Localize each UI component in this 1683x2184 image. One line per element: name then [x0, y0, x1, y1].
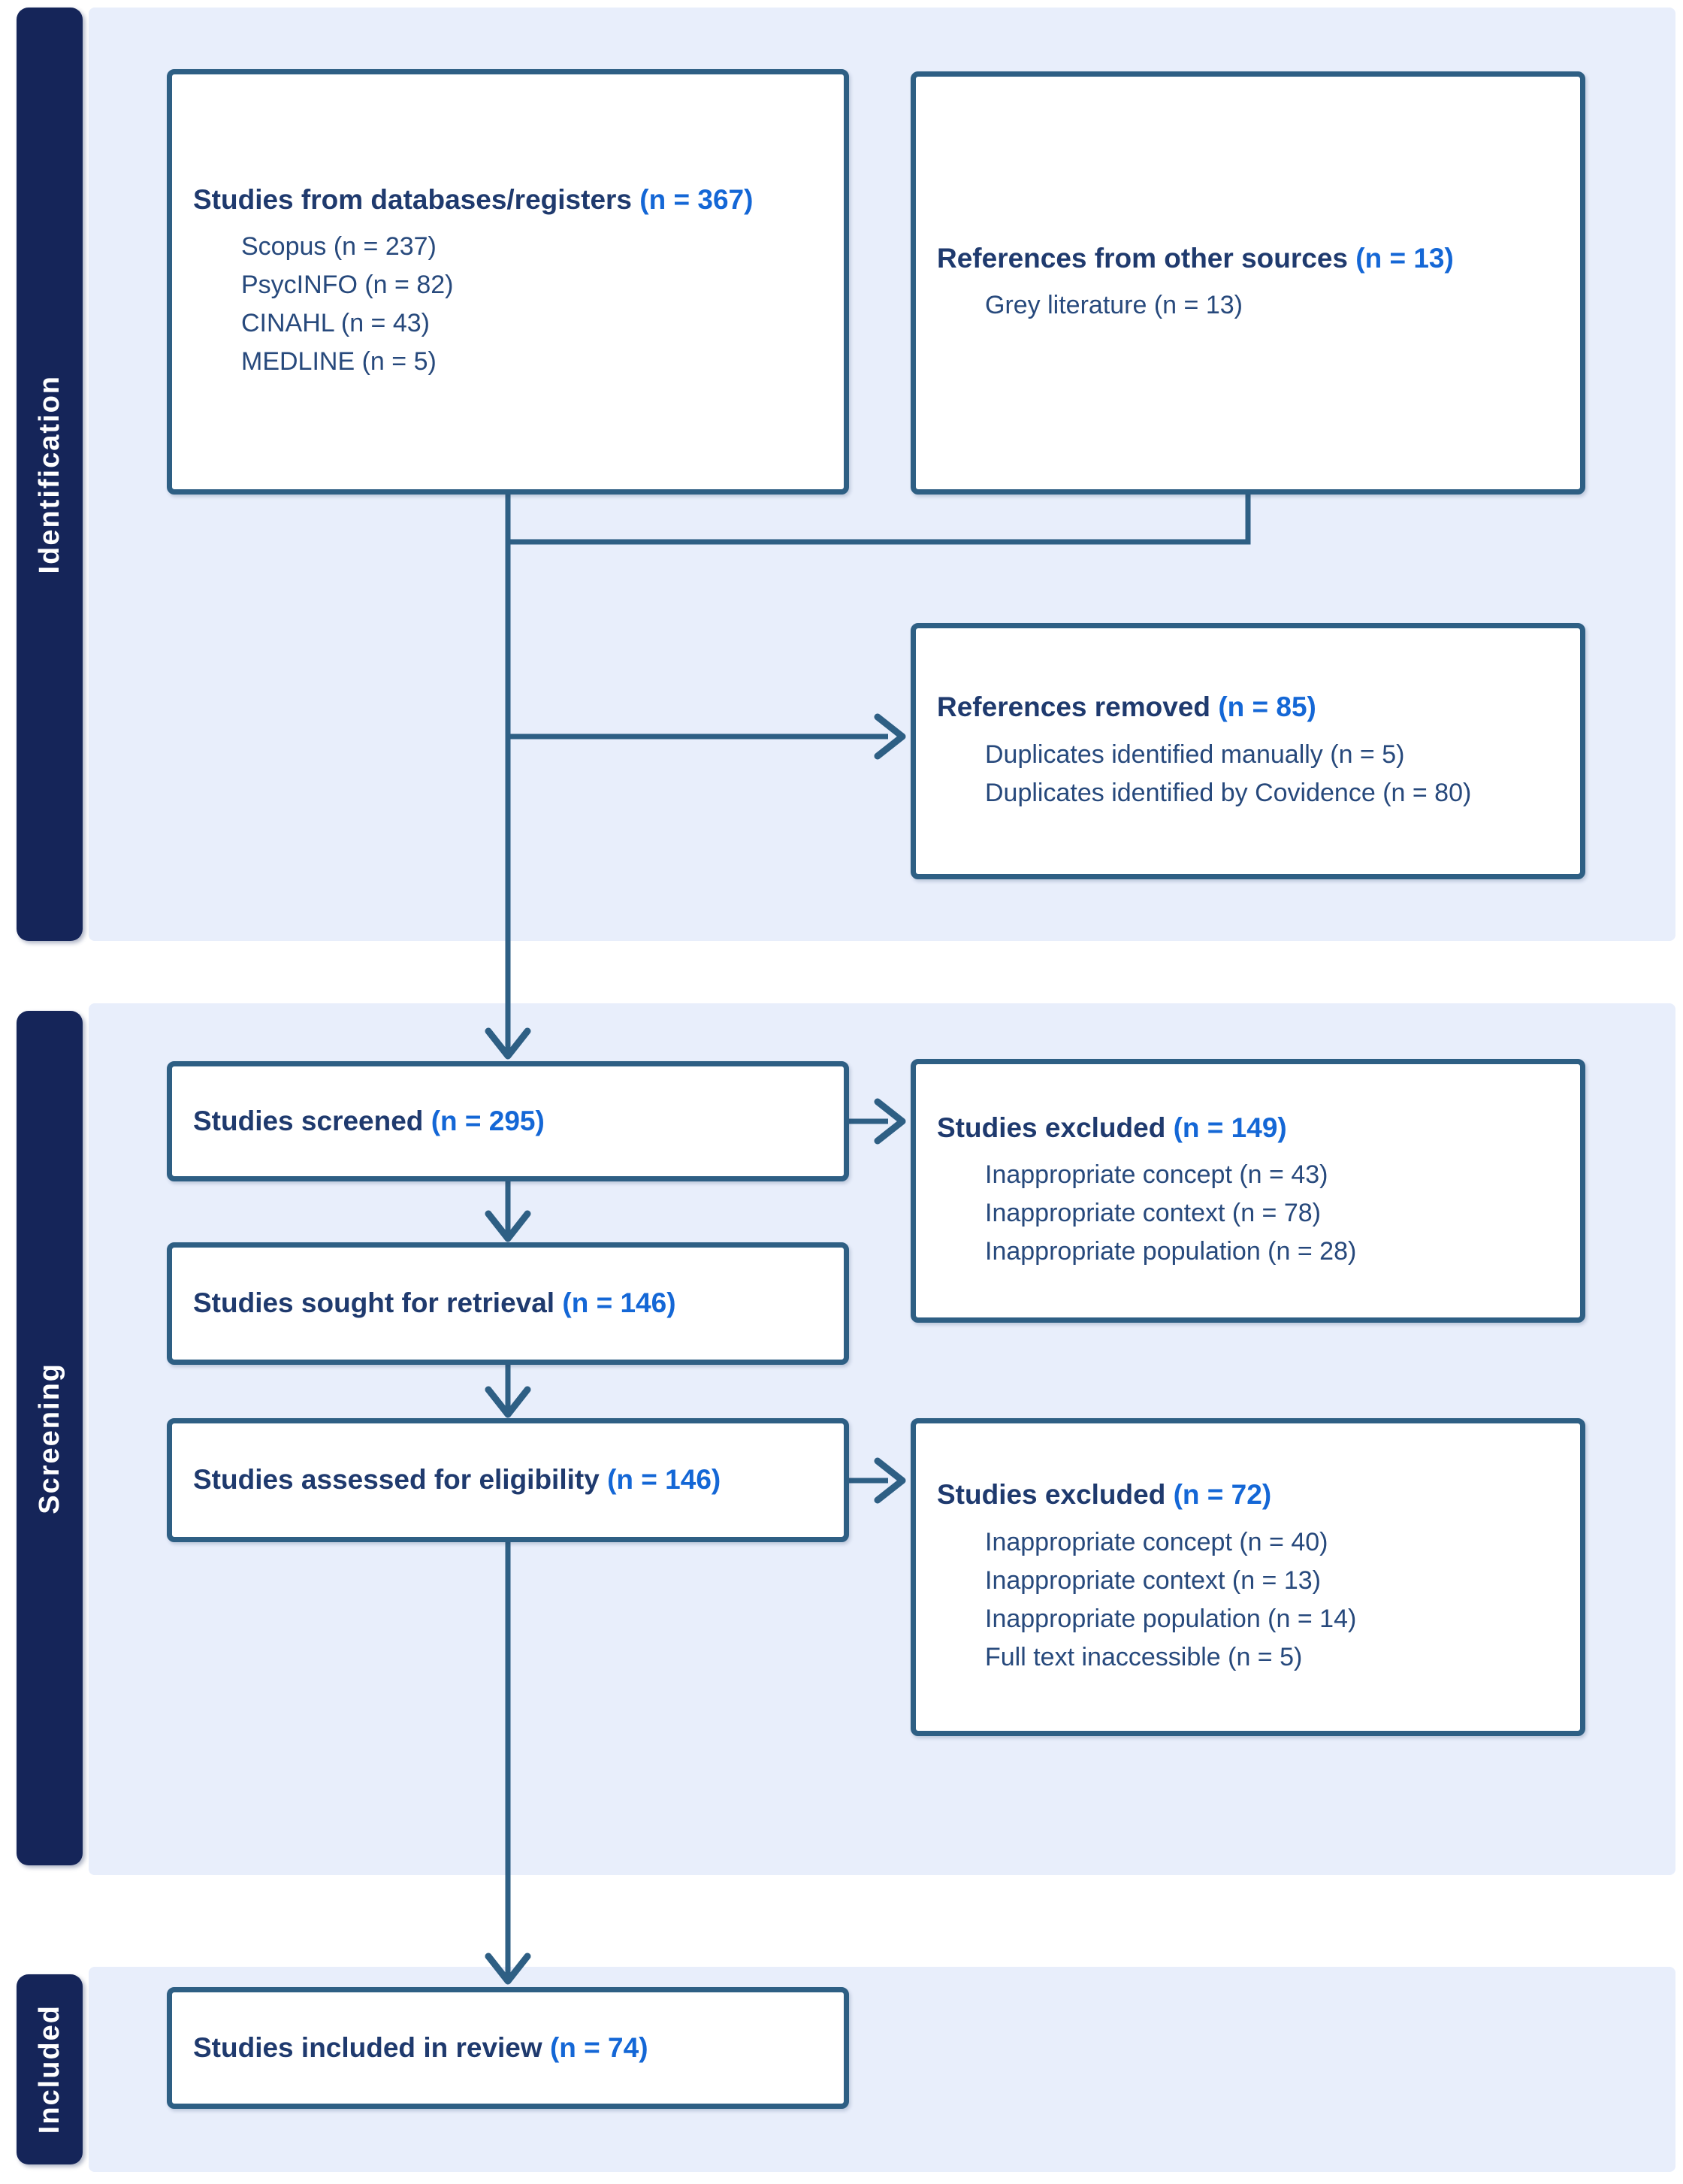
box-item-list: Scopus (n = 237) PsycINFO (n = 82) CINAH… [193, 228, 829, 381]
box-title-text: References removed [937, 691, 1211, 723]
box-title-text: Studies excluded [937, 1112, 1166, 1143]
box-title-text: Studies sought for retrieval [193, 1287, 555, 1319]
box-title-text: Studies screened [193, 1105, 424, 1136]
line-other-sources-elbow [508, 493, 1251, 545]
box-count: (n = 149) [1173, 1112, 1287, 1143]
box-item-list: Inappropriate concept (n = 43) Inappropr… [937, 1156, 1565, 1271]
box-excluded-screening: Studies excluded (n = 149) Inappropriate… [911, 1059, 1585, 1323]
box-title: References from other sources (n = 13) [937, 241, 1565, 276]
box-title-text: Studies assessed for eligibility [193, 1464, 600, 1496]
box-title: Studies included in review (n = 74) [193, 2031, 829, 2065]
list-item: Inappropriate population (n = 28) [985, 1237, 1357, 1266]
list-item: MEDLINE (n = 5) [241, 347, 437, 377]
box-excluded-eligibility: Studies excluded (n = 72) Inappropriate … [911, 1418, 1585, 1736]
box-included: Studies included in review (n = 74) [167, 1987, 849, 2109]
box-count: (n = 74) [549, 2031, 648, 2063]
box-assessed: Studies assessed for eligibility (n = 14… [167, 1418, 849, 1542]
sidebar-bar-identification: Identification [17, 8, 83, 941]
list-item: Duplicates identified by Covidence (n = … [985, 778, 1472, 807]
box-count: (n = 295) [431, 1105, 545, 1136]
box-count: (n = 146) [562, 1287, 676, 1319]
list-item: Inappropriate population (n = 14) [985, 1604, 1357, 1633]
box-references-removed: References removed (n = 85) Duplicates i… [911, 623, 1585, 879]
box-title: Studies from databases/registers (n = 36… [193, 183, 829, 217]
box-title: Studies sought for retrieval (n = 146) [193, 1286, 829, 1320]
list-item: Grey literature (n = 13) [985, 291, 1243, 320]
arrowhead-down-icon [485, 1386, 531, 1418]
arrowhead-down-icon [485, 1027, 531, 1060]
list-item: Scopus (n = 237) [241, 232, 437, 262]
box-count: (n = 146) [607, 1464, 721, 1496]
box-screened: Studies screened (n = 295) [167, 1061, 849, 1181]
box-other-sources: References from other sources (n = 13) G… [911, 71, 1585, 495]
list-item: Inappropriate concept (n = 43) [985, 1160, 1328, 1190]
list-item: Inappropriate context (n = 78) [985, 1199, 1321, 1228]
list-item: Duplicates identified manually (n = 5) [985, 740, 1405, 769]
arrowhead-down-icon [485, 1953, 531, 1985]
box-item-list: Inappropriate concept (n = 40) Inappropr… [937, 1523, 1565, 1677]
sidebar-bar-screening: Screening [17, 1011, 83, 1865]
box-count: (n = 72) [1173, 1479, 1272, 1511]
arrowhead-right-icon [874, 713, 906, 760]
list-item: Inappropriate concept (n = 40) [985, 1527, 1328, 1556]
box-title: Studies excluded (n = 149) [937, 1111, 1565, 1145]
box-title: Studies assessed for eligibility (n = 14… [193, 1463, 829, 1497]
arrowhead-right-icon [874, 1457, 906, 1504]
box-databases: Studies from databases/registers (n = 36… [167, 69, 849, 495]
box-title-text: Studies excluded [937, 1479, 1166, 1511]
box-sought: Studies sought for retrieval (n = 146) [167, 1242, 849, 1365]
box-count: (n = 13) [1355, 242, 1454, 274]
sidebar-bar-included: Included [17, 1974, 83, 2164]
box-item-list: Grey literature (n = 13) [937, 286, 1565, 325]
box-title-text: References from other sources [937, 242, 1348, 274]
box-title: References removed (n = 85) [937, 690, 1565, 724]
list-item: PsycINFO (n = 82) [241, 271, 454, 300]
box-title-text: Studies included in review [193, 2031, 542, 2063]
arrowhead-right-icon [874, 1098, 906, 1145]
list-item: Inappropriate context (n = 13) [985, 1565, 1321, 1595]
box-item-list: Duplicates identified manually (n = 5) D… [937, 736, 1565, 812]
list-item: Full text inaccessible (n = 5) [985, 1642, 1303, 1671]
box-title-text: Studies from databases/registers [193, 183, 632, 215]
list-item: CINAHL (n = 43) [241, 309, 430, 338]
box-title: Studies excluded (n = 72) [937, 1478, 1565, 1512]
box-count: (n = 85) [1218, 691, 1316, 723]
arrowhead-down-icon [485, 1210, 531, 1242]
box-title: Studies screened (n = 295) [193, 1104, 829, 1139]
box-count: (n = 367) [639, 183, 754, 215]
